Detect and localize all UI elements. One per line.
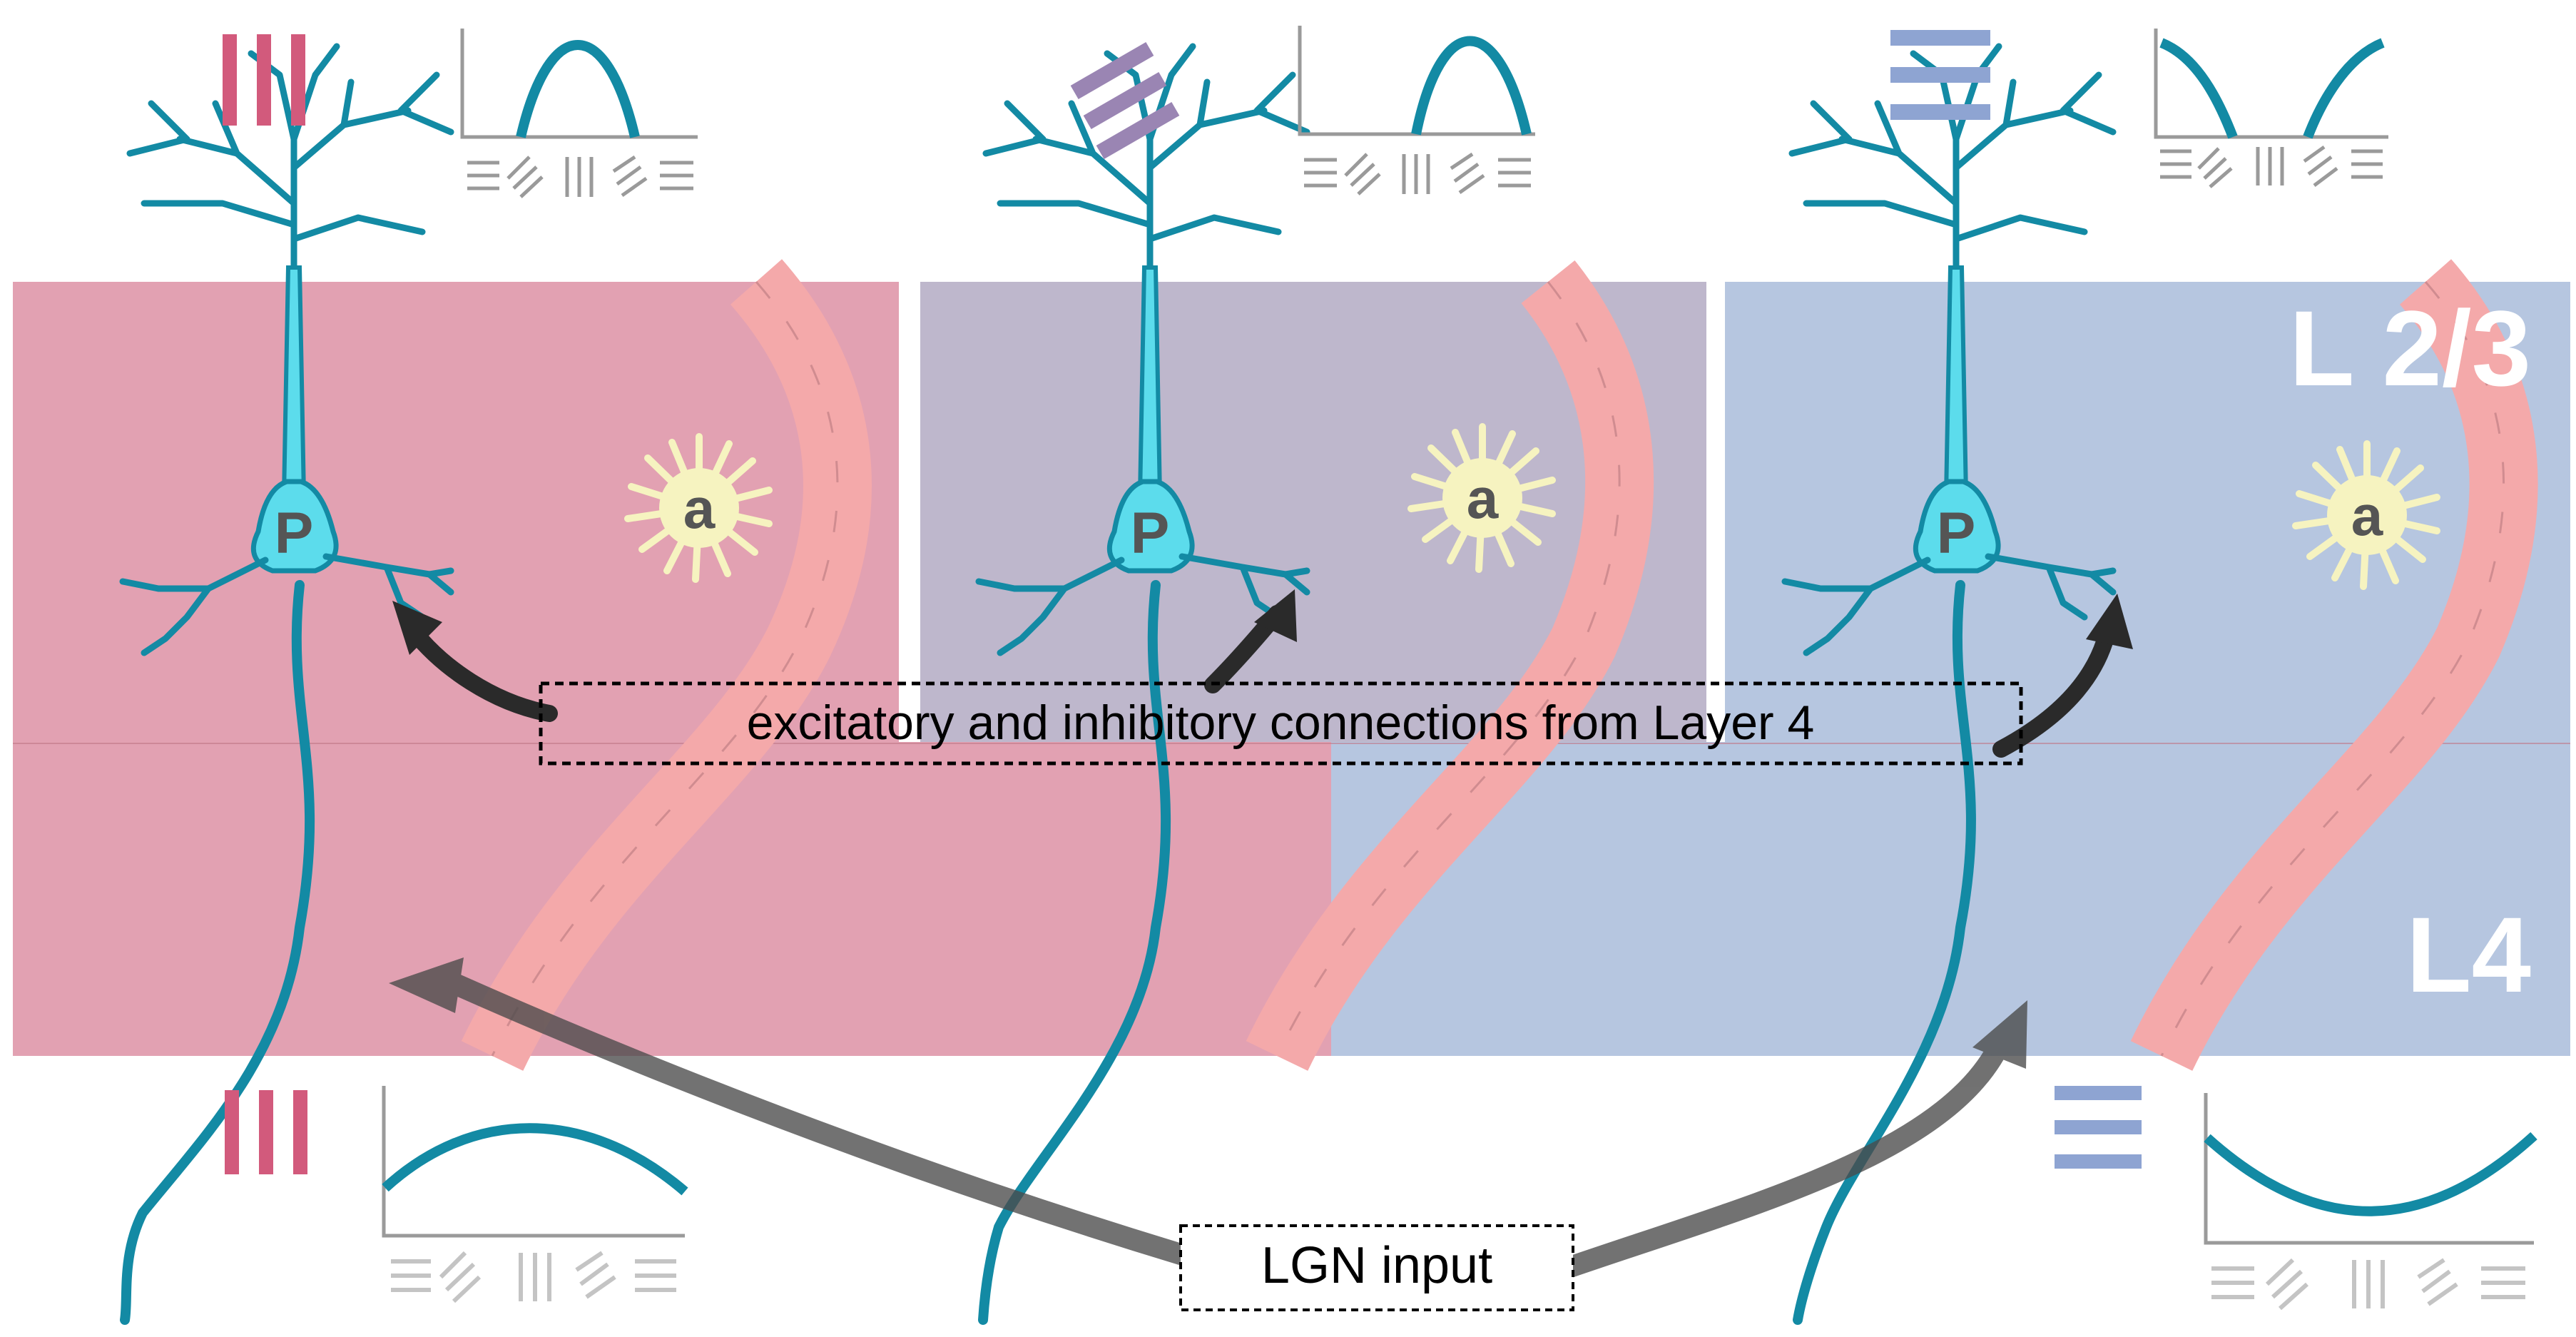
vertical-bars-icon (223, 34, 305, 126)
horizontal-bars-icon-l4 (2055, 1086, 2142, 1169)
astrocyte-column3: a (2296, 444, 2437, 586)
orientation-axis-glyphs (2211, 1258, 2525, 1311)
arrow-lgn-to-column3 (1555, 1000, 2027, 1279)
pyramidal-neuron-column1: P (123, 46, 451, 1325)
pyramidal-label: P (275, 501, 314, 566)
arrow-lgn-to-column1 (389, 957, 1191, 1265)
orientation-axis-glyphs (1304, 152, 1531, 195)
orientation-axis-glyphs (391, 1251, 676, 1303)
astrocyte-label: a (1467, 467, 1499, 530)
astrocyte-label: a (2351, 484, 2383, 547)
tuning-curve-column1-l4 (382, 1086, 688, 1303)
blood-vessel-column1 (461, 259, 872, 1071)
l4-connections-label-box: excitatory and inhibitory connections fr… (539, 681, 2023, 766)
tuning-curve-column2-l23 (1298, 26, 1535, 195)
orientation-axis-glyphs (2160, 145, 2383, 188)
lgn-input-label-box: LGN input (1179, 1224, 1574, 1311)
tuning-curve-column3-l23 (2154, 29, 2388, 188)
astrocyte-column1: a (628, 437, 769, 579)
pyramidal-neuron-column3: P (1785, 46, 2113, 1325)
layer-label-l23: L 2/3 (2289, 288, 2531, 408)
layer-label-l4: L4 (2406, 895, 2531, 1015)
l4-connections-label: excitatory and inhibitory connections fr… (747, 696, 1815, 750)
pyramidal-neuron-column2: P (979, 46, 1307, 1325)
pyramidal-label: P (1937, 501, 1976, 566)
diagonal-bars-icon (1070, 41, 1180, 160)
orientation-axis-glyphs (467, 155, 693, 198)
arrow-l4-to-column1 (392, 601, 558, 722)
tuning-curve-column3-l4 (2204, 1093, 2537, 1311)
astrocyte-label: a (683, 477, 716, 540)
tuning-curve-column1-l23 (460, 29, 698, 198)
arrow-l4-to-column2 (1204, 589, 1297, 693)
pyramidal-label: P (1131, 501, 1170, 566)
lgn-input-label: LGN input (1261, 1237, 1492, 1294)
astrocyte-column2: a (1411, 427, 1552, 569)
horizontal-bars-icon (1890, 30, 1990, 120)
blood-vessel-column2 (1246, 260, 1654, 1071)
blood-vessel-column3 (2130, 259, 2538, 1071)
vertical-bars-icon-l4 (225, 1090, 307, 1174)
